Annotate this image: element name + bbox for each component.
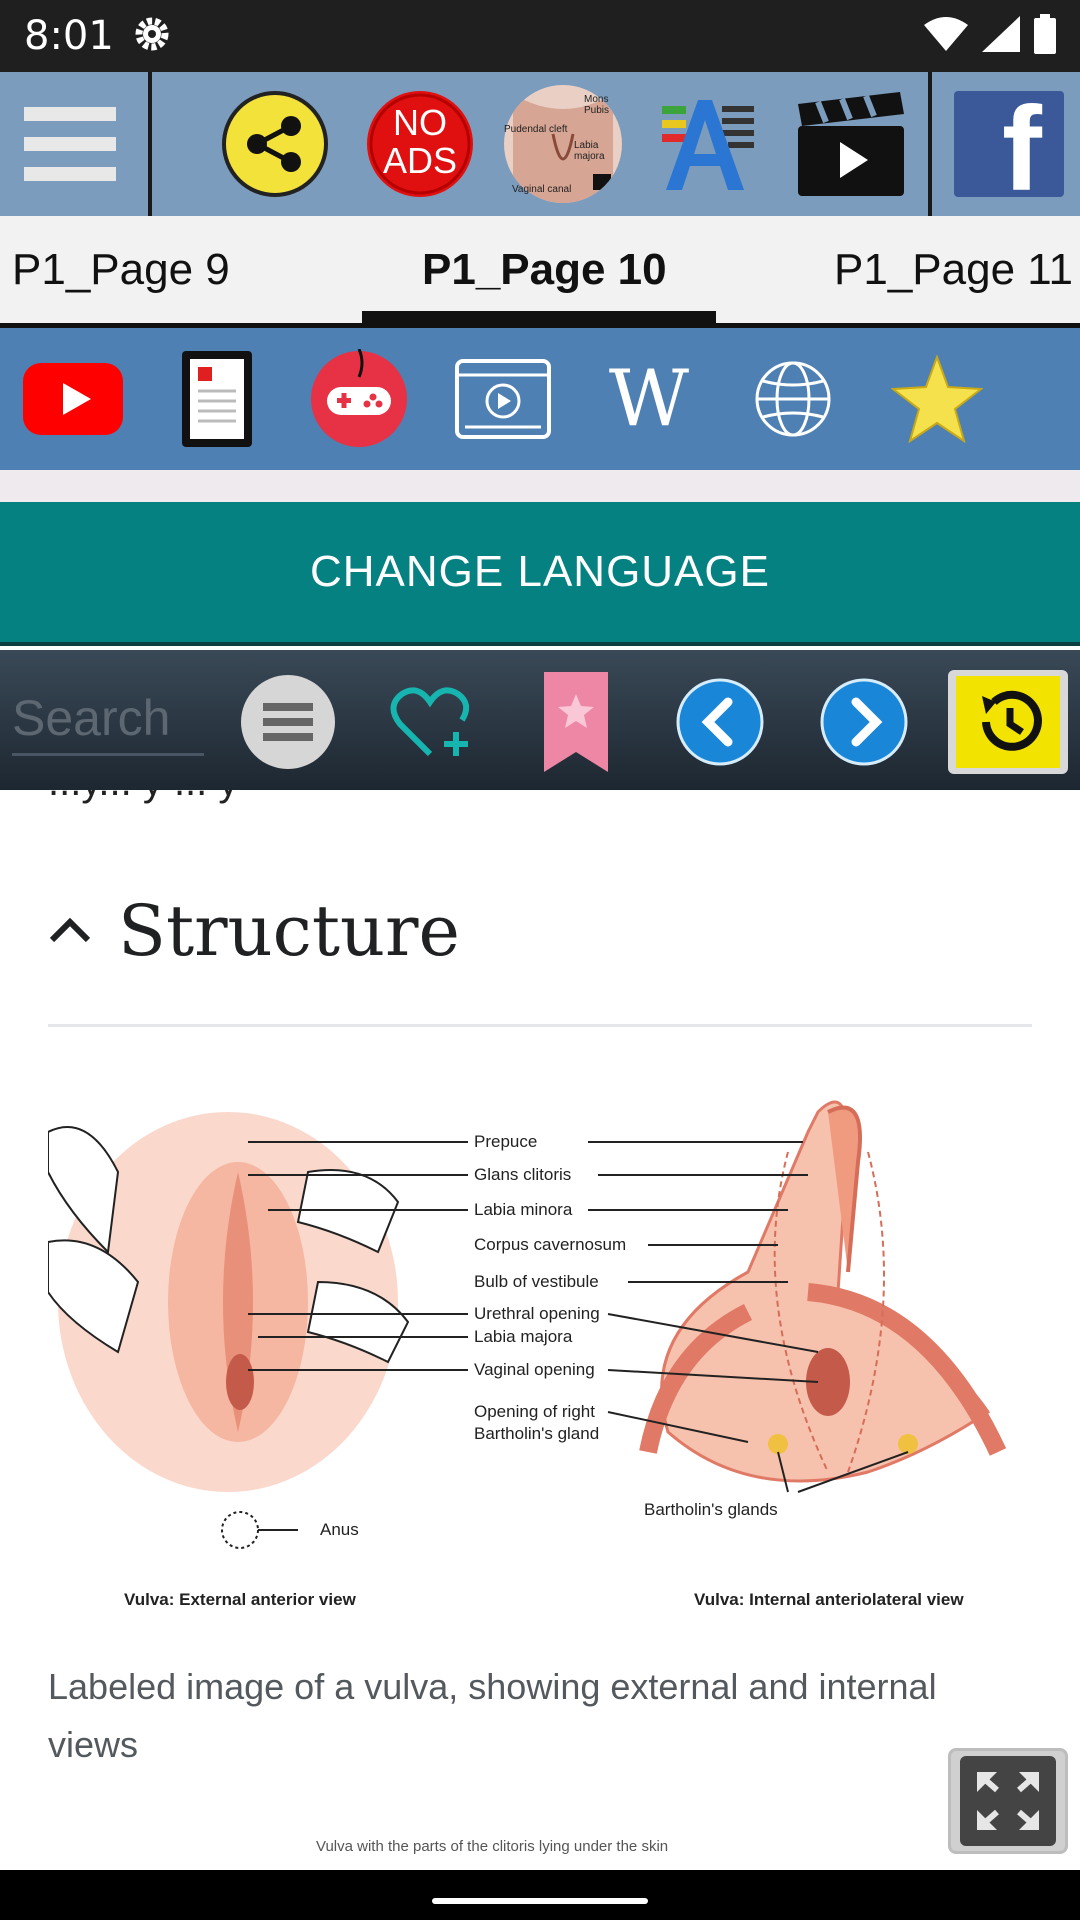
- figure-label: Bartholin's glands: [644, 1500, 778, 1519]
- ebook-icon[interactable]: [162, 346, 272, 452]
- figure-label: Bulb of vestibule: [474, 1272, 599, 1291]
- shortcut-bar: W: [0, 328, 1080, 470]
- signal-icon: [982, 15, 1020, 57]
- heart-add-icon[interactable]: [380, 670, 484, 774]
- globe-icon[interactable]: [738, 346, 848, 452]
- active-tab-indicator: [362, 311, 716, 323]
- vulva-illustration[interactable]: Prepuce Glans clitoris Labia minora Corp…: [48, 1052, 1032, 1632]
- page-tabs: P1_Page 9 P1_Page 10 P1_Page 11: [0, 216, 1080, 328]
- fullscreen-button[interactable]: [948, 1748, 1068, 1854]
- change-language-button[interactable]: CHANGE LANGUAGE: [0, 502, 1080, 646]
- bookmark-icon[interactable]: [524, 670, 628, 774]
- thumbnail-label: Labia majora: [574, 140, 605, 162]
- no-ads-label: NO ADS: [382, 102, 458, 181]
- youtube-icon[interactable]: [18, 346, 128, 452]
- home-gesture-handle[interactable]: [432, 1898, 648, 1904]
- section-divider: [48, 1024, 1032, 1027]
- toolbar-divider: [148, 72, 152, 216]
- share-icon[interactable]: [220, 86, 330, 202]
- search-toolbar: [0, 650, 1080, 790]
- tab-page-11[interactable]: P1_Page 11: [834, 244, 1073, 294]
- forward-arrow-icon[interactable]: [812, 670, 916, 774]
- cut-off-text: ...y... y ... y: [48, 790, 238, 805]
- figure-subcaption-left: Vulva: External anterior view: [124, 1590, 356, 1609]
- video-player-icon[interactable]: [448, 346, 558, 452]
- thumbnail-icon[interactable]: Mons Pubis Pudendal cleft Labia majora V…: [502, 85, 624, 203]
- history-icon[interactable]: [948, 670, 1068, 774]
- star-icon[interactable]: [882, 346, 992, 452]
- top-toolbar: NO ADS Mons Pubis Pudendal cleft Labia m…: [0, 72, 1080, 216]
- section-header-structure[interactable]: Structure: [48, 890, 460, 972]
- figure-label: Labia minora: [474, 1200, 573, 1219]
- thumbnail-label: Pudendal cleft: [504, 124, 568, 135]
- font-size-icon[interactable]: [656, 86, 760, 202]
- search-input[interactable]: [12, 682, 204, 756]
- status-time: 8:01: [24, 13, 114, 59]
- system-nav-bar: [0, 1870, 1080, 1920]
- figure-label: Urethral opening: [474, 1304, 600, 1323]
- figure-label: Labia majora: [474, 1327, 573, 1346]
- thumbnail-label: Mons Pubis: [584, 94, 610, 116]
- expand-icon: [960, 1756, 1056, 1846]
- spacer: [0, 470, 1080, 502]
- status-icons: [924, 13, 1056, 59]
- article-content: ...y... y ... y Structure: [0, 790, 1080, 1870]
- tab-page-10[interactable]: P1_Page 10: [422, 244, 667, 294]
- toolbar-divider: [928, 72, 932, 216]
- facebook-label: f: [1002, 82, 1042, 216]
- no-ads-icon[interactable]: NO ADS: [364, 86, 476, 202]
- figure-label: Glans clitoris: [474, 1165, 572, 1184]
- figure-label: Opening of right: [474, 1402, 595, 1421]
- figure-label: Anus: [320, 1520, 359, 1539]
- figure-label: Corpus cavernosum: [474, 1235, 627, 1254]
- status-bar: 8:01: [0, 0, 1080, 72]
- gear-icon: [132, 14, 172, 59]
- back-arrow-icon[interactable]: [668, 670, 772, 774]
- figure-label: Prepuce: [474, 1132, 538, 1151]
- next-figure-caption: Vulva with the parts of the clitoris lyi…: [316, 1838, 669, 1855]
- tab-page-9[interactable]: P1_Page 9: [12, 244, 230, 294]
- wifi-icon: [924, 16, 968, 56]
- figure-caption: Labeled image of a vulva, showing extern…: [48, 1666, 937, 1765]
- section-title: Structure: [118, 890, 460, 972]
- wikipedia-icon[interactable]: W: [594, 346, 704, 452]
- figure-subcaption-right: Vulva: Internal anteriolateral view: [694, 1590, 964, 1609]
- menu-icon[interactable]: [18, 86, 122, 202]
- facebook-icon[interactable]: f: [952, 82, 1066, 216]
- video-clapper-icon[interactable]: [794, 86, 908, 202]
- battery-icon: [1034, 13, 1056, 59]
- figure-label: Bartholin's gland: [474, 1424, 600, 1443]
- game-controller-icon[interactable]: [304, 346, 414, 452]
- figure-label: Vaginal opening: [474, 1360, 595, 1379]
- thumbnail-label: Vaginal canal: [512, 184, 572, 195]
- chevron-up-icon: [48, 914, 92, 949]
- list-menu-icon[interactable]: [236, 670, 340, 774]
- wikipedia-label: W: [608, 354, 690, 444]
